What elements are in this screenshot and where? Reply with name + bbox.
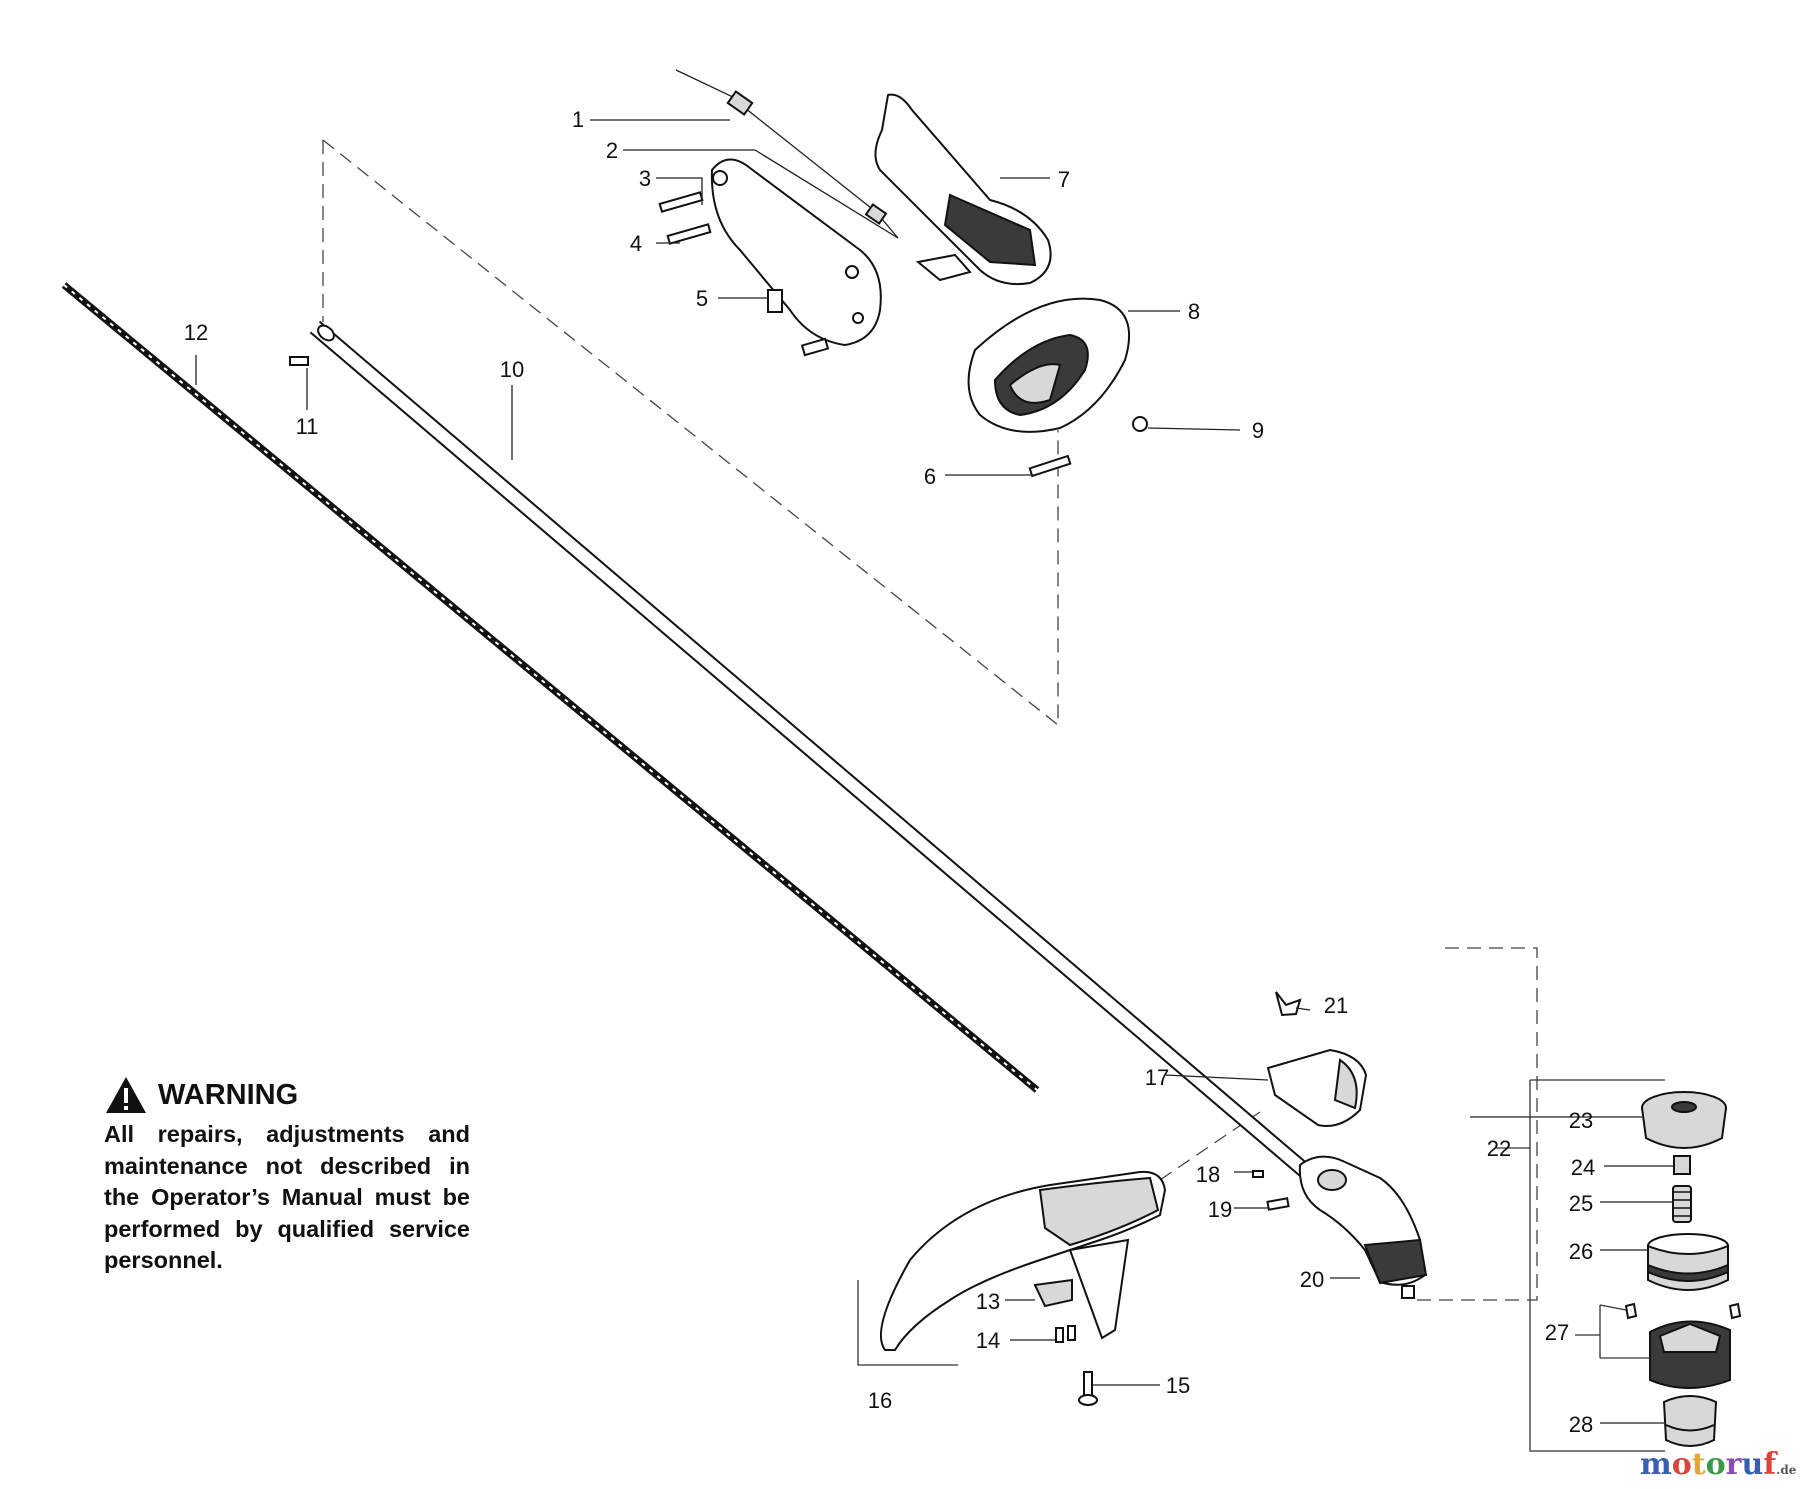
handle-right-housing [874,93,1052,286]
callout-labels: 1 2 3 4 5 6 7 8 9 10 11 12 13 14 15 16 1… [184,107,1595,1437]
callout-6: 6 [924,464,936,489]
callout-12: 12 [184,320,208,345]
grass-shield [879,1170,1167,1406]
handle-left-housing [710,158,882,347]
callout-3: 3 [639,166,651,191]
group-brackets [857,1079,1665,1452]
callout-18: 18 [1196,1162,1220,1187]
watermark-text: motoruf [1640,1447,1776,1482]
callout-7: 7 [1058,167,1070,192]
gear-head [1252,1155,1428,1299]
callout-24: 24 [1571,1155,1595,1180]
assembly-guide-lines [322,139,1538,1301]
leader-lines [195,119,1674,1424]
throttle-cable [675,69,899,239]
callout-8: 8 [1188,299,1200,324]
callout-4: 4 [630,231,642,256]
watermark-suffix: .de [1776,1463,1797,1477]
warning-title: WARNING [158,1078,299,1111]
warning-title-row: WARNING [104,1075,470,1115]
watermark-letter: t [1691,1447,1706,1482]
callout-16: 16 [868,1388,892,1413]
callout-20: 20 [1300,1267,1324,1292]
watermark-letter: f [1763,1447,1777,1482]
handle-screws [658,191,830,357]
watermark-letter: m [1640,1447,1672,1482]
callout-11: 11 [296,414,319,439]
rear-grip [967,297,1131,433]
shaft-tube [309,320,1324,1189]
callout-14: 14 [976,1328,1000,1353]
drive-shaft [61,282,1040,1093]
watermark-letter: o [1671,1447,1692,1482]
callout-2: 2 [606,138,618,163]
callout-9: 9 [1252,418,1264,443]
warning-triangle-icon [106,1077,146,1113]
watermark-letter: r [1725,1447,1742,1482]
shield-bracket [1266,991,1368,1127]
callout-28: 28 [1569,1412,1593,1437]
callout-10: 10 [500,357,524,382]
callout-27: 27 [1545,1320,1569,1345]
callout-5: 5 [696,286,708,311]
callout-25: 25 [1569,1191,1593,1216]
callout-21: 21 [1324,993,1348,1018]
watermark-letter: o [1705,1447,1726,1482]
warning-text: All repairs, adjustments and maintenance… [104,1121,470,1273]
watermark-letter: u [1741,1447,1764,1482]
callout-22: 22 [1487,1136,1511,1161]
watermark-logo: motoruf.de [1640,1447,1796,1482]
callout-13: 13 [976,1289,1000,1314]
callout-1: 1 [572,107,584,132]
callout-26: 26 [1569,1239,1593,1264]
warning-notice: WARNING All repairs, adjustments and mai… [104,1075,470,1277]
trimmer-head-parts [1624,1091,1742,1447]
grip-fasteners [289,356,1148,478]
callout-19: 19 [1208,1197,1232,1222]
callout-17: 17 [1145,1065,1169,1090]
callout-23: 23 [1569,1108,1593,1133]
callout-15: 15 [1166,1373,1190,1398]
